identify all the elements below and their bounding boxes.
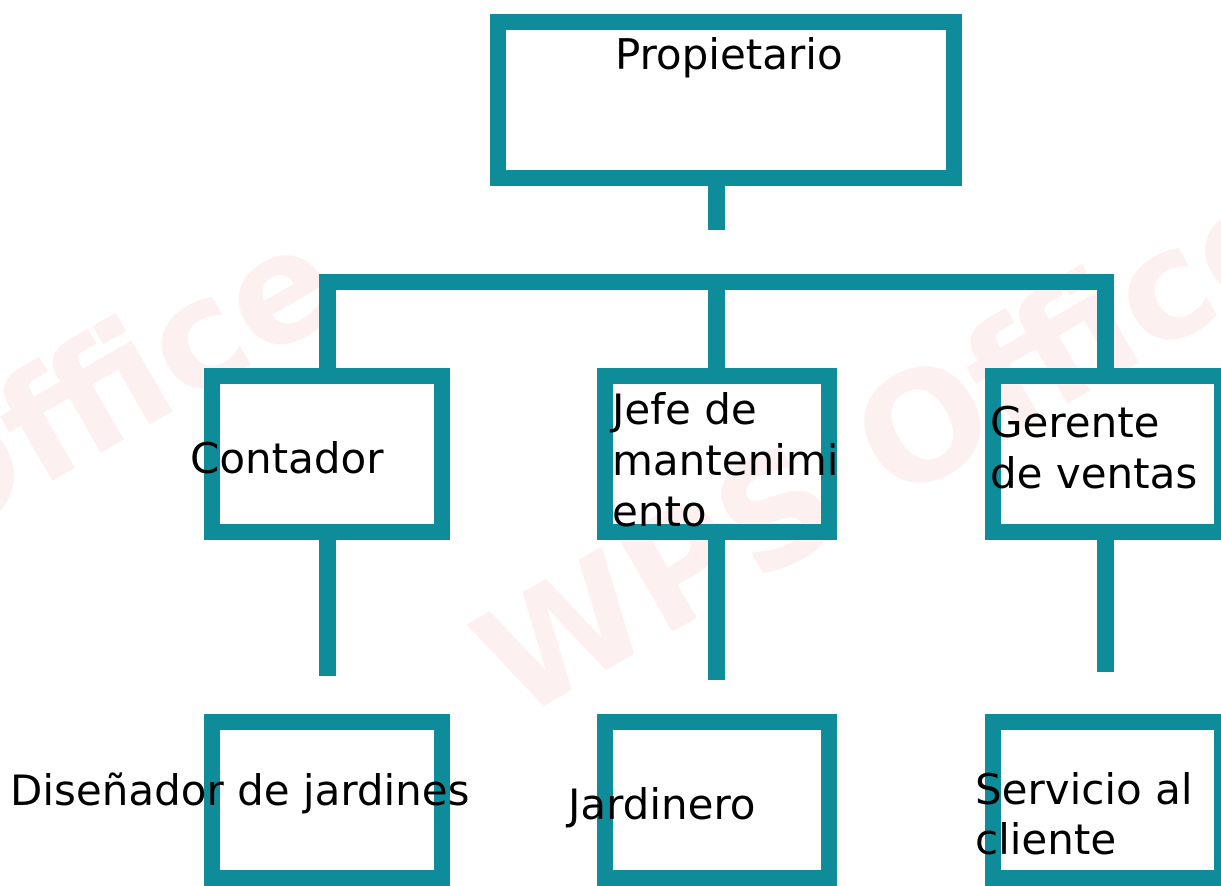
connector-middle-lower bbox=[708, 538, 725, 680]
customer-service-box bbox=[985, 714, 1221, 886]
connector-left-lower bbox=[319, 538, 336, 676]
connector-right-lower bbox=[1097, 538, 1114, 672]
garden-designer-label: Diseñador de jardines bbox=[10, 766, 470, 815]
customer-service-label: Servicio al cliente bbox=[975, 765, 1193, 864]
gardener-box bbox=[597, 714, 837, 886]
connector-right-riser bbox=[1097, 274, 1114, 370]
owner-label: Propietario bbox=[615, 30, 843, 79]
accountant-box bbox=[204, 368, 450, 540]
connector-owner-down bbox=[708, 186, 725, 230]
sales-manager-label: Gerente de ventas bbox=[990, 398, 1198, 498]
accountant-label: Contador bbox=[190, 434, 384, 483]
gardener-label: Jardinero bbox=[568, 780, 756, 829]
owner-box bbox=[490, 14, 962, 186]
maintenance-head-box bbox=[597, 368, 837, 540]
connector-left-riser bbox=[319, 274, 336, 370]
connector-middle-riser bbox=[708, 274, 725, 370]
maintenance-head-label: Jefe de mantenimi ento bbox=[612, 385, 839, 536]
sales-manager-box bbox=[985, 368, 1221, 540]
garden-designer-box bbox=[204, 714, 450, 886]
